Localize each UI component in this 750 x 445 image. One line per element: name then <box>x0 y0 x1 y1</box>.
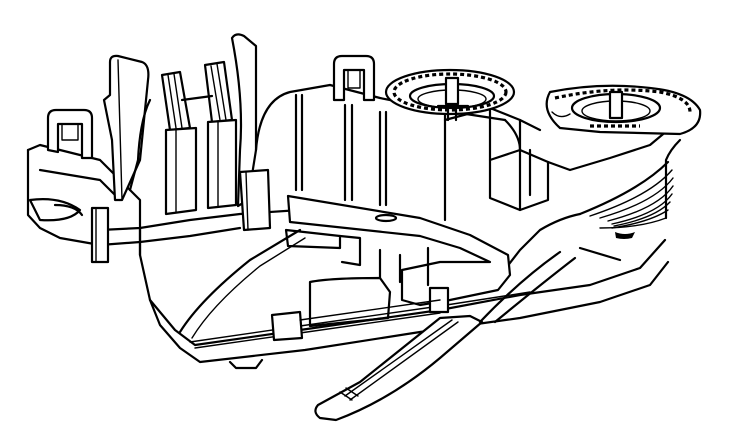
center-bridge <box>178 194 512 342</box>
center-latch-loop <box>332 54 376 102</box>
rotor-socket-left <box>384 68 516 122</box>
spring-clip <box>128 33 272 232</box>
rotor-socket-right <box>545 84 702 136</box>
housing-body <box>254 83 692 222</box>
base-frame <box>26 143 670 364</box>
coil-spring <box>504 138 682 270</box>
left-latch-loop <box>46 108 94 160</box>
terminal-blades <box>102 54 238 216</box>
lever-arm <box>314 250 577 422</box>
left-mount-tab <box>90 206 110 264</box>
bottom-foot <box>228 358 264 370</box>
